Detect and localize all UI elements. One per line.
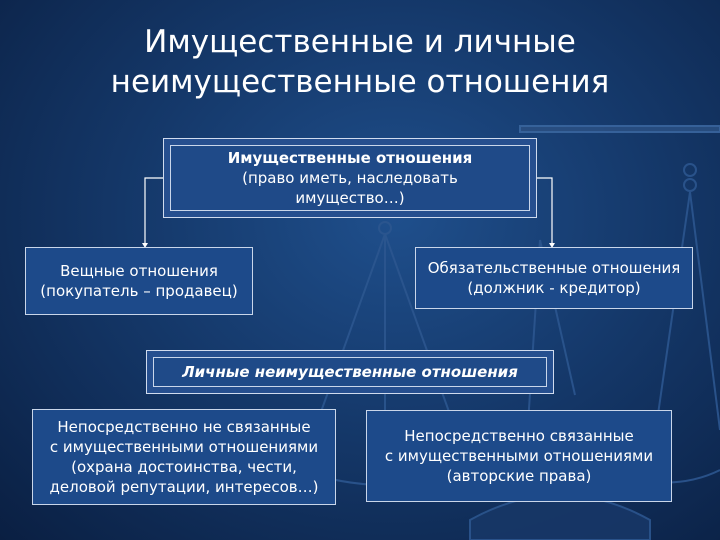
real-relations-line-1: Вещные отношения [60, 262, 218, 280]
related-line-1: Непосредственно связанные [404, 427, 634, 445]
arrowhead-right [549, 243, 555, 248]
related-box: Непосредственно связанные с имущественны… [366, 410, 672, 502]
not-related-box: Непосредственно не связанные с имуществе… [32, 409, 336, 505]
not-related-line-4: деловой репутации, интересов…) [49, 478, 319, 496]
arrowhead-left [142, 243, 148, 248]
obligation-relations-box: Обязательственные отношения (должник - к… [415, 247, 693, 309]
title-line-1: Имущественные и личные [144, 24, 576, 60]
related-line-3: (авторские права) [446, 467, 592, 485]
obligation-relations-line-1: Обязательственные отношения [427, 259, 681, 277]
connector-left [144, 177, 163, 246]
connector-right [537, 177, 553, 246]
title-line-2: неимущественные отношения [110, 64, 610, 100]
not-related-line-3: (охрана достоинства, чести, [71, 458, 297, 476]
real-relations-line-2: (покупатель – продавец) [40, 282, 238, 300]
page-title: Имущественные и личные неимущественные о… [0, 22, 720, 102]
real-relations-box: Вещные отношения (покупатель – продавец) [25, 247, 253, 315]
obligation-relations-line-2: (должник - кредитор) [467, 279, 641, 297]
personal-relations-box: Личные неимущественные отношения [146, 350, 554, 394]
property-relations-heading: Имущественные отношения [227, 149, 473, 167]
not-related-line-1: Непосредственно не связанные [57, 418, 311, 436]
property-relations-line-2: (право иметь, наследовать [242, 169, 458, 187]
not-related-line-2: с имущественными отношениями [49, 438, 319, 456]
property-relations-line-3: имущество…) [295, 189, 405, 207]
property-relations-box: Имущественные отношения (право иметь, на… [163, 138, 537, 218]
related-line-2: с имущественными отношениями [384, 447, 654, 465]
personal-relations-heading: Личные неимущественные отношения [182, 363, 518, 381]
